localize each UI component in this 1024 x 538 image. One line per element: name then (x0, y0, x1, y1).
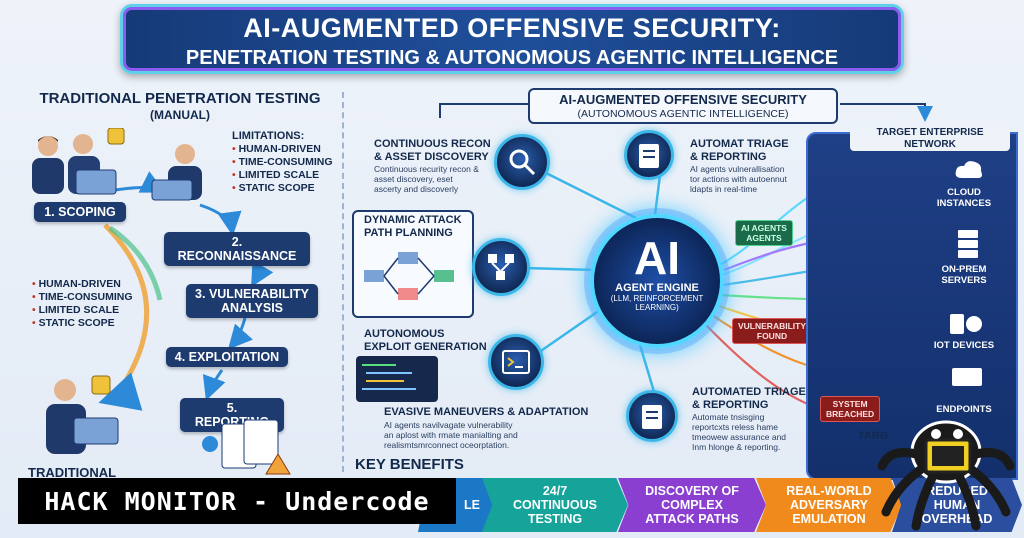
target-network-panel (806, 132, 1018, 480)
key-benefits-title: KEY BENEFITS (355, 456, 464, 473)
target-endpoints: ENDPOINTS (936, 404, 992, 415)
step-vulnerability-analysis: 3. VULNERABILITY ANALYSIS (186, 284, 318, 318)
title-line-2: PENETRATION TESTING & AUTONOMOUS AGENTIC… (185, 47, 839, 69)
analyst-illustration (151, 144, 202, 201)
side-limitation-item: LIMITED SCALE (32, 304, 133, 317)
ai-agent-engine: AI AGENT ENGINE (LLM, REINFORCEMENT LEAR… (590, 214, 724, 348)
code-lines-icon (362, 364, 416, 390)
ai-core-subtitle: (LLM, REINFORCEMENT LEARNING) (610, 294, 704, 312)
benefit-continuous-testing: 24/7 CONTINUOUS TESTING (482, 478, 628, 532)
magnifier-icon (509, 149, 536, 176)
system-breached-tag: SYSTEM BREACHED (820, 396, 881, 422)
feature-title-exploit: AUTONOMOUS EXPLOIT GENERATION (364, 328, 487, 353)
side-limitation-item: TIME-CONSUMING (32, 291, 133, 304)
ai-agents-tag: AI AGENTS AGENTS (735, 220, 793, 246)
ai-section-heading: AI-AUGMENTED OFFENSIVE SECURITY (AUTONOM… (528, 88, 838, 124)
documents-illustration (202, 419, 291, 475)
clipboard-icon (639, 144, 659, 168)
exploit-node (488, 334, 544, 390)
feature-title-recon: CONTINUOUS RECON & ASSET DISCOVERY (374, 138, 491, 163)
side-limitations-list: HUMAN-DRIVEN TIME-CONSUMING LIMITED SCAL… (32, 278, 133, 330)
benefit-label: DISCOVERY OF COMPLEX ATTACK PATHS (645, 484, 739, 526)
benefit-adversary-emulation: REAL-WORLD ADVERSARY EMULATION (756, 478, 902, 532)
step-exploitation: 4. EXPLOITATION (166, 347, 288, 367)
terminal-icon (502, 350, 530, 374)
feature-title-triage-top: AUTOMAT TRIAGE & REPORTING (690, 138, 789, 163)
server-icon (958, 230, 978, 258)
side-limitation-item: STATIC SCOPE (32, 317, 133, 330)
feature-desc-evasive: AI agents navilvagate vulnerability an a… (384, 420, 518, 450)
team-illustration (32, 128, 125, 195)
title-line-1: AI-AUGMENTED OFFENSIVE SECURITY: (243, 13, 781, 43)
ai-core-label: AI (634, 232, 680, 284)
target-partial-label: TARG (858, 430, 889, 442)
triage-node-top (624, 130, 674, 180)
benefit-label: 24/7 CONTINUOUS TESTING (512, 484, 598, 526)
traditional-subtitle: (MANUAL) (150, 108, 210, 122)
feature-title-triage-bottom: AUTOMATED TRIAGE & REPORTING (692, 386, 806, 411)
limitation-item: TIME-CONSUMING (232, 156, 333, 169)
endpoint-monitor-icon (952, 368, 982, 386)
feature-desc-triage-bottom: Automate tnsisging reportcxts reless ham… (692, 412, 787, 452)
octopus-hacker-logo (877, 420, 1015, 531)
benefit-attack-paths: DISCOVERY OF COMPLEX ATTACK PATHS (618, 478, 766, 532)
limitations-list: HUMAN-DRIVEN TIME-CONSUMING LIMITED SCAL… (232, 143, 333, 195)
step-reconnaissance: 2. RECONNAISSANCE (164, 232, 310, 266)
step-scoping: 1. SCOPING (34, 202, 126, 222)
section-divider (342, 92, 344, 472)
target-iot-devices: IOT DEVICES (933, 340, 995, 351)
vulnerability-found-tag: VULNERABILITY FOUND (732, 318, 812, 344)
flowchart-icon (364, 252, 454, 300)
benefit-partial-label: LE (464, 498, 480, 512)
report-clipboard-icon (642, 405, 662, 429)
side-limitation-item: HUMAN-DRIVEN (32, 278, 133, 291)
limitations-title: LIMITATIONS: (232, 130, 305, 142)
feature-desc-triage-top: AI agents vulnerallisation tor actions w… (690, 164, 787, 194)
target-network-title: TARGET ENTERPRISE NETWORK (850, 127, 1010, 151)
target-cloud-instances: CLOUD INSTANCES (936, 187, 992, 209)
limitation-item: HUMAN-DRIVEN (232, 143, 333, 156)
ai-section-subtitle: (AUTONOMOUS AGENTIC INTELLIGENCE) (577, 108, 789, 120)
benefit-label: REAL-WORLD ADVERSARY EMULATION (786, 484, 872, 526)
recon-node (494, 134, 550, 190)
triage-node-bottom (626, 390, 678, 442)
network-icon (488, 254, 514, 280)
limitation-item: LIMITED SCALE (232, 169, 333, 182)
reporter-illustration (46, 375, 119, 454)
traditional-heading: TRADITIONAL PENETRATION TESTING (MANUAL) (30, 90, 330, 124)
watermark-banner: HACK MONITOR - Undercode (18, 478, 456, 524)
traditional-title: TRADITIONAL PENETRATION TESTING (39, 90, 321, 107)
ai-section-title: AI-AUGMENTED OFFENSIVE SECURITY (559, 92, 807, 107)
ai-core-engine: AGENT ENGINE (615, 282, 699, 294)
feature-desc-recon: Continuous recurity recon & asset discov… (374, 164, 479, 194)
cloud-icon (955, 161, 982, 178)
title-banner: AI-AUGMENTED OFFENSIVE SECURITY: PENETRA… (120, 4, 904, 74)
traditional-footer: TRADITIONAL (28, 465, 117, 480)
feature-title-attack-path: DYNAMIC ATTACK PATH PLANNING (364, 214, 462, 239)
target-on-prem-servers: ON-PREM SERVERS (941, 264, 987, 286)
code-window (356, 356, 438, 402)
iot-devices-icon (950, 314, 982, 334)
attack-path-node (472, 238, 530, 296)
limitation-item: STATIC SCOPE (232, 182, 333, 195)
feature-title-evasive: EVASIVE MANEUVERS & ADAPTATION (384, 406, 589, 418)
